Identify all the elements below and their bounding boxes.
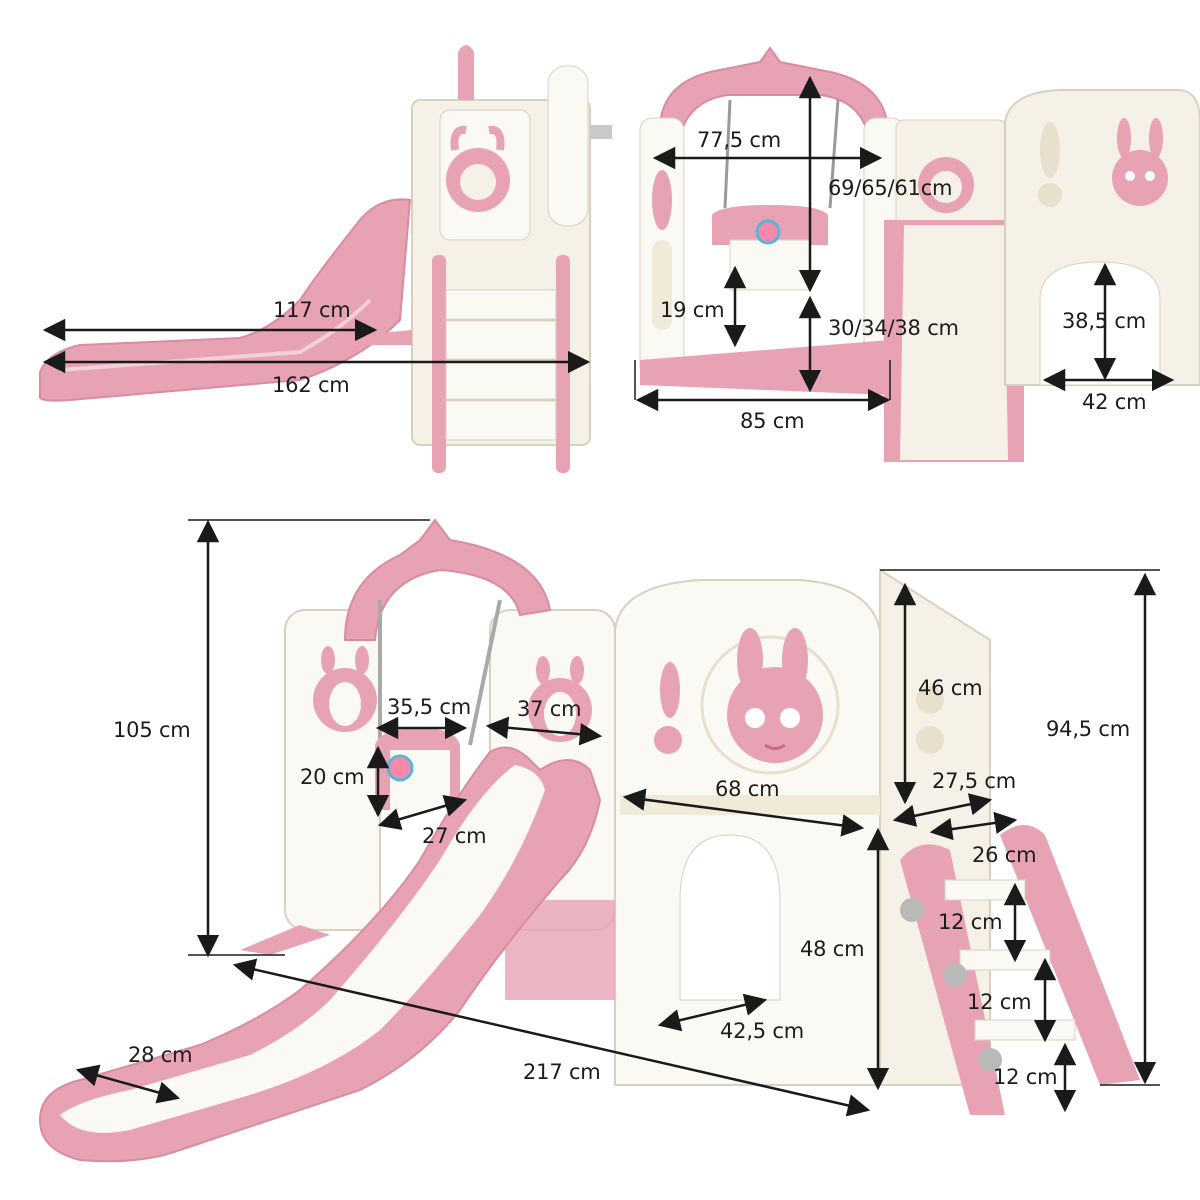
label-seat-height: 20 cm [300,765,365,789]
label-tunnel-width-side: 42 cm [1082,390,1147,414]
label-house-wall-height: 46 cm [918,676,983,700]
stairs-rail-right [1000,825,1140,1085]
bunny-face-icon [727,628,823,763]
side-slide [39,198,412,402]
strawberry-icon [755,219,781,245]
label-tunnel-height: 48 cm [800,937,865,961]
label-stairs-top-width: 27,5 cm [932,769,1017,793]
front-view-swing [639,46,905,395]
label-step-1: 12 cm [938,910,1003,934]
label-slide-side-top: 117 cm [273,298,351,322]
front-view-slide-house [884,89,1200,462]
label-step-2: 12 cm [967,990,1032,1014]
side-view-slide-tower [39,45,612,473]
label-swing-width-inner: 77,5 cm [697,128,782,152]
label-swing-height-options: 69/65/61cm [828,176,953,200]
label-tunnel-height-side: 38,5 cm [1062,309,1147,333]
label-swing-base-width: 85 cm [740,409,805,433]
dimension-arrows [42,75,1175,1117]
label-step-3: 12 cm [993,1065,1058,1089]
swing-arch-perspective [343,518,552,641]
label-window-width: 37 cm [517,697,582,721]
label-total-length: 217 cm [523,1060,601,1084]
label-platform-height: 94,5 cm [1046,717,1131,741]
label-tunnel-width: 42,5 cm [720,1019,805,1043]
label-stairs-width: 26 cm [972,843,1037,867]
label-seat-width: 35,5 cm [387,695,472,719]
label-platform-length: 68 cm [715,777,780,801]
label-total-height: 105 cm [113,718,191,742]
swing-bunny-window-left [313,646,377,732]
label-seat-back-height: 19 cm [660,298,725,322]
label-seat-ground-options: 30/34/38 cm [828,316,959,340]
label-slide-side-total: 162 cm [272,373,350,397]
extension-lines [188,360,1160,1086]
strawberry-icon [386,754,414,782]
bunny-face-icon [1112,118,1168,206]
label-seat-depth: 27 cm [422,824,487,848]
swing-arch [658,46,890,137]
label-slide-width: 28 cm [128,1043,193,1067]
